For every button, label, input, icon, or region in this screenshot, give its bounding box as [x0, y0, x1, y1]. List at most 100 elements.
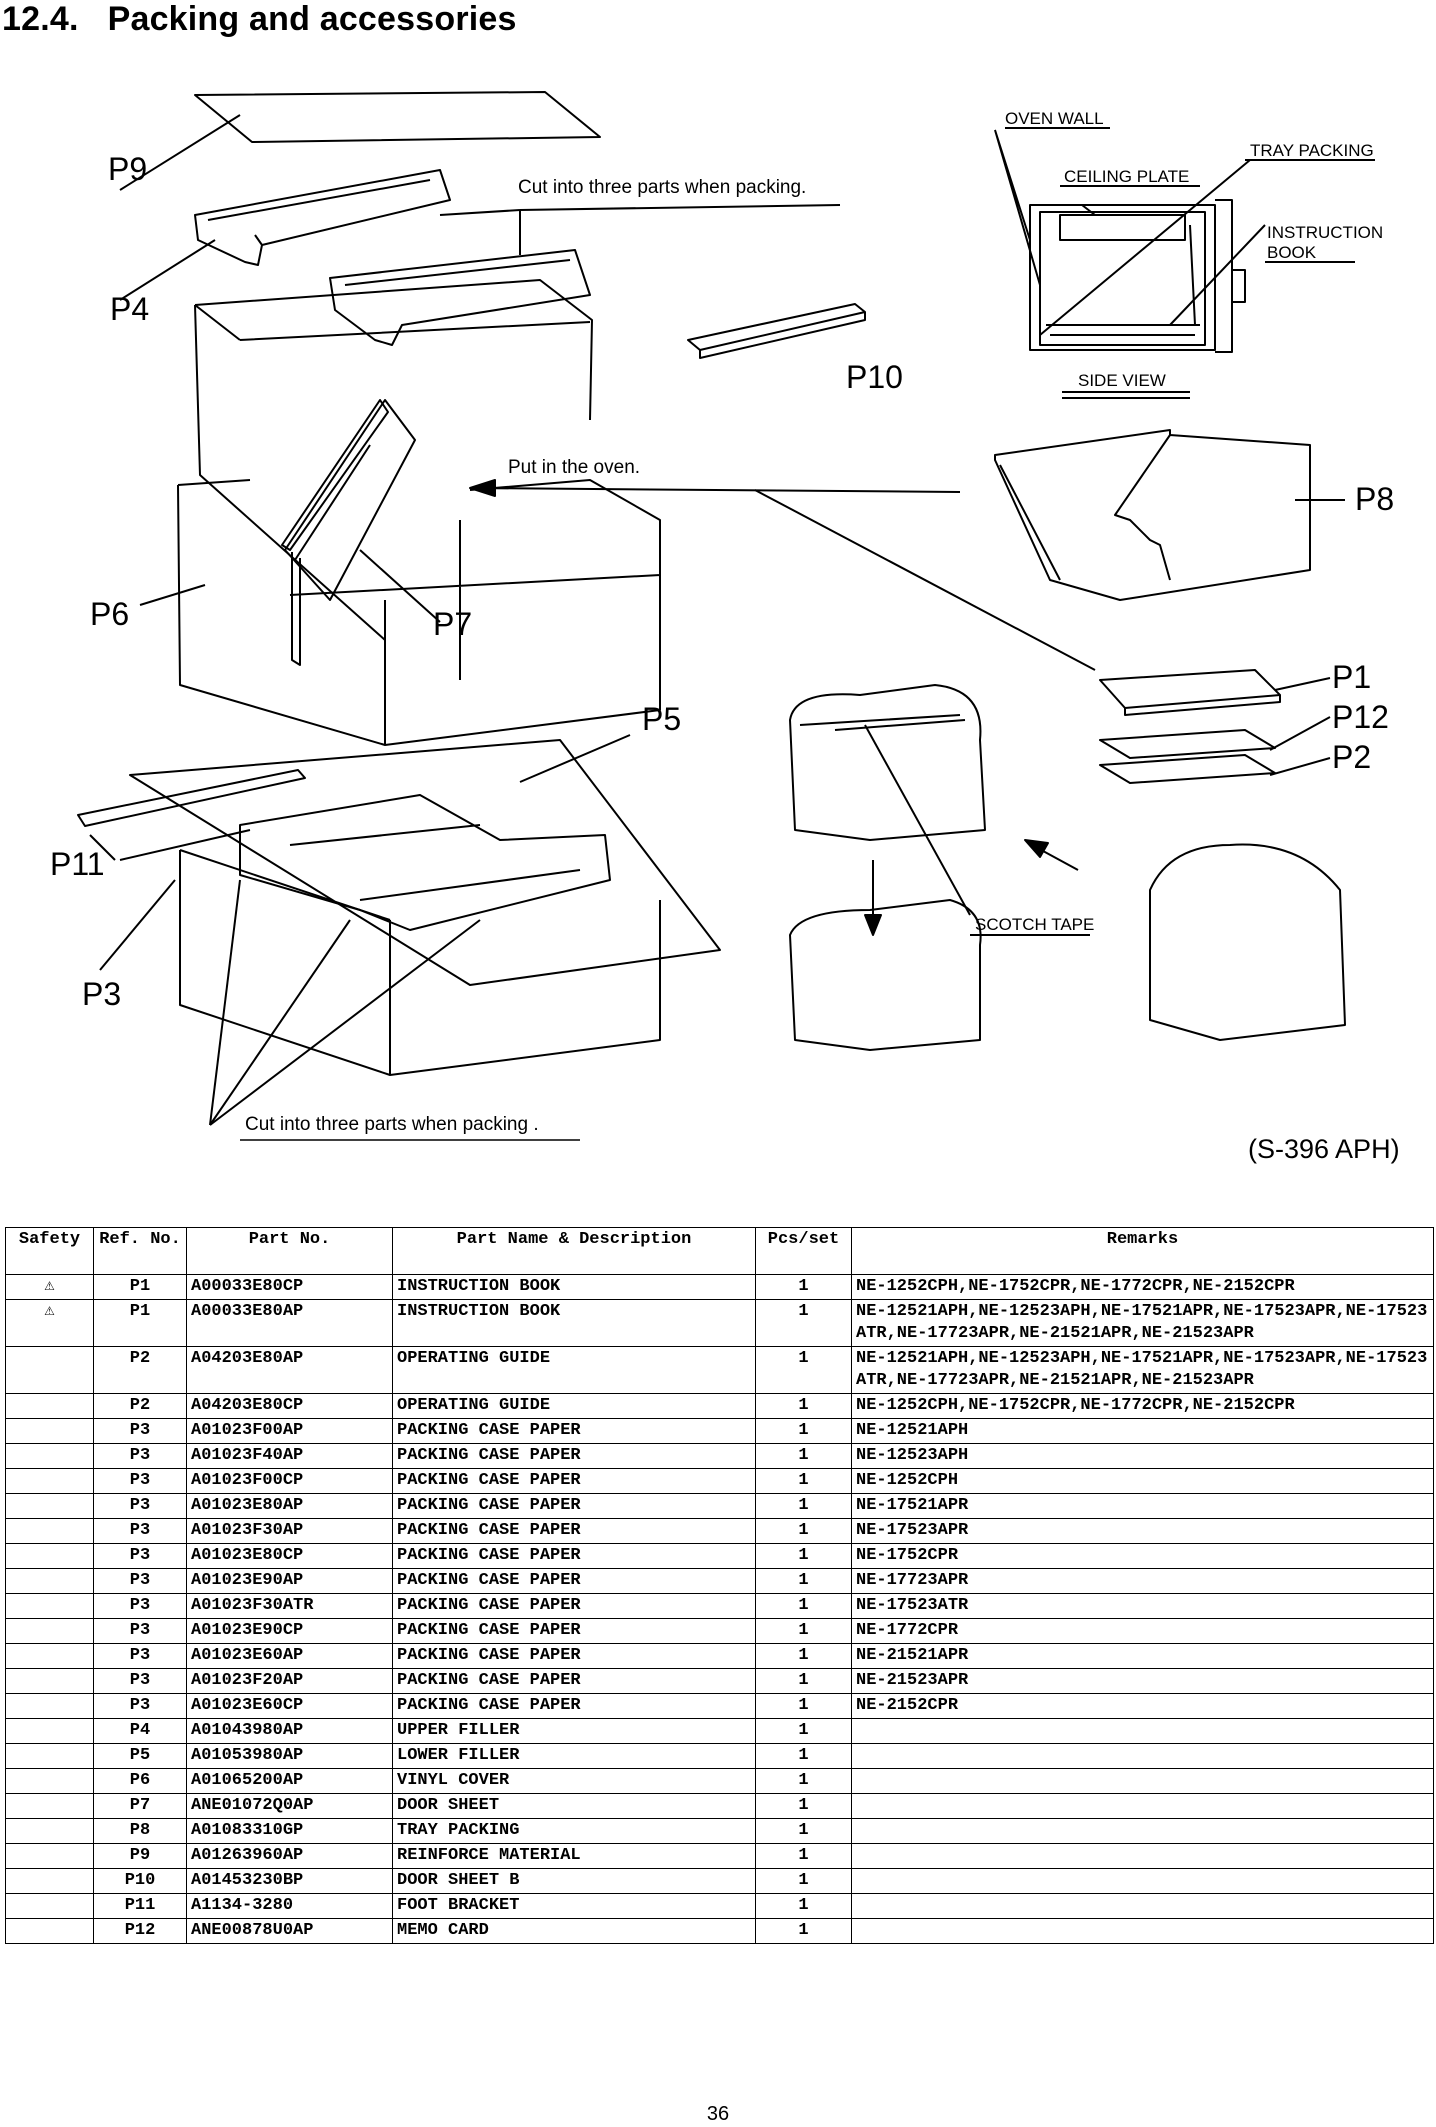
part-no-cell: A01023E80CP — [186, 1543, 393, 1569]
wrapped-package-top — [789, 684, 986, 841]
ref-cell: P2 — [93, 1393, 187, 1419]
ref-cell: P3 — [93, 1443, 187, 1469]
callout-p2: P2 — [1332, 739, 1371, 775]
ref-cell: P3 — [93, 1418, 187, 1444]
description-cell: PACKING CASE PAPER — [392, 1443, 756, 1469]
pcs-cell: 1 — [755, 1918, 852, 1944]
description-cell: PACKING CASE PAPER — [392, 1468, 756, 1494]
safety-cell — [5, 1493, 94, 1519]
safety-cell — [5, 1393, 94, 1419]
header-pcs: Pcs/set — [755, 1227, 852, 1275]
part-no-cell: A1134-3280 — [186, 1893, 393, 1919]
safety-cell — [5, 1718, 94, 1744]
remarks-cell: NE-1772CPR — [851, 1618, 1434, 1644]
remarks-cell: NE-1752CPR — [851, 1543, 1434, 1569]
callout-p6: P6 — [90, 596, 129, 632]
description-cell: OPERATING GUIDE — [392, 1393, 756, 1419]
part-no-cell: A01065200AP — [186, 1768, 393, 1794]
pcs-cell: 1 — [755, 1299, 852, 1347]
remarks-cell: NE-17723APR — [851, 1568, 1434, 1594]
description-cell: PACKING CASE PAPER — [392, 1618, 756, 1644]
pcs-cell: 1 — [755, 1593, 852, 1619]
safety-cell — [5, 1668, 94, 1694]
safety-cell — [5, 1568, 94, 1594]
ref-cell: P3 — [93, 1643, 187, 1669]
ref-cell: P3 — [93, 1493, 187, 1519]
pcs-cell: 1 — [755, 1568, 852, 1594]
callout-p1: P1 — [1332, 659, 1371, 695]
ref-cell: P3 — [93, 1468, 187, 1494]
p11-foot-bracket — [77, 769, 306, 827]
parts-table: Safety Ref. No. Part No. Part Name & Des… — [5, 1227, 1434, 1944]
pcs-cell: 1 — [755, 1418, 852, 1444]
description-cell: VINYL COVER — [392, 1768, 756, 1794]
description-cell: PACKING CASE PAPER — [392, 1493, 756, 1519]
remarks-cell — [851, 1818, 1434, 1844]
remarks-cell — [851, 1718, 1434, 1744]
p9-sheet — [194, 91, 601, 143]
pcs-cell: 1 — [755, 1818, 852, 1844]
scotch-tape-pointer — [864, 724, 971, 916]
remarks-cell: NE-1252CPH — [851, 1468, 1434, 1494]
safety-cell — [5, 1643, 94, 1669]
part-no-cell: A01053980AP — [186, 1743, 393, 1769]
part-no-cell: A00033E80CP — [186, 1274, 393, 1300]
description-cell: MEMO CARD — [392, 1918, 756, 1944]
remarks-cell — [851, 1793, 1434, 1819]
pcs-cell: 1 — [755, 1843, 852, 1869]
pcs-cell: 1 — [755, 1274, 852, 1300]
safety-cell — [5, 1346, 94, 1394]
remarks-cell: NE-21523APR — [851, 1668, 1434, 1694]
pcs-cell: 1 — [755, 1668, 852, 1694]
ref-cell: P3 — [93, 1593, 187, 1619]
oven-box-lower — [177, 479, 661, 746]
safety-cell — [5, 1918, 94, 1944]
pcs-cell: 1 — [755, 1393, 852, 1419]
callout-p4: P4 — [110, 291, 149, 327]
safety-cell — [5, 1593, 94, 1619]
part-no-cell: ANE01072Q0AP — [186, 1793, 393, 1819]
p4-filler-left — [194, 169, 451, 266]
remarks-cell — [851, 1843, 1434, 1869]
header-description: Part Name & Description — [392, 1227, 756, 1275]
callout-p10: P10 — [846, 359, 903, 395]
p8-tray-packing — [994, 429, 1311, 601]
pcs-cell: 1 — [755, 1693, 852, 1719]
safety-cell — [5, 1793, 94, 1819]
remarks-cell — [851, 1743, 1434, 1769]
part-no-cell: A01043980AP — [186, 1718, 393, 1744]
safety-cell — [5, 1843, 94, 1869]
p4-filler-right — [329, 249, 591, 346]
header-ref-no: Ref. No. — [93, 1227, 187, 1275]
part-no-cell: A01083310GP — [186, 1818, 393, 1844]
ref-cell: P1 — [93, 1299, 187, 1347]
callout-p9: P9 — [108, 151, 147, 187]
side-view-frame — [1029, 199, 1246, 353]
note-put-in-oven: Put in the oven. — [508, 457, 640, 478]
description-cell: PACKING CASE PAPER — [392, 1643, 756, 1669]
description-cell: PACKING CASE PAPER — [392, 1693, 756, 1719]
ref-cell: P3 — [93, 1518, 187, 1544]
part-no-cell: A04203E80CP — [186, 1393, 393, 1419]
callout-p8: P8 — [1355, 481, 1394, 517]
ref-cell: P8 — [93, 1818, 187, 1844]
safety-cell — [5, 1468, 94, 1494]
safety-cell — [5, 1868, 94, 1894]
callout-p11: P11 — [50, 846, 105, 882]
remarks-cell: NE-1252CPH,NE-1752CPR,NE-1772CPR,NE-2152… — [851, 1274, 1434, 1300]
remarks-cell — [851, 1768, 1434, 1794]
part-no-cell: A01023F00CP — [186, 1468, 393, 1494]
description-cell: UPPER FILLER — [392, 1718, 756, 1744]
part-no-cell: A01023F20AP — [186, 1668, 393, 1694]
safety-cell — [5, 1543, 94, 1569]
